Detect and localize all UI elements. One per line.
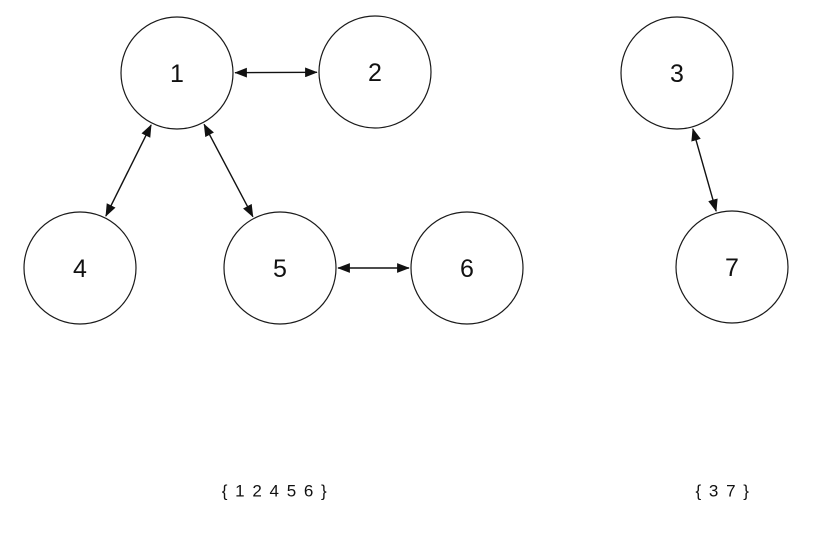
edges-layer (105, 67, 718, 273)
graph-node-1[interactable]: 1 (120, 16, 234, 130)
graph-edge-1-4 (105, 124, 152, 217)
component-2-label: { 3 7 } (696, 482, 751, 501)
graph-edge-1-5 (203, 123, 254, 218)
node-label-4: 4 (73, 255, 87, 283)
node-label-7: 7 (725, 254, 739, 282)
node-circle-6[interactable] (410, 211, 524, 325)
component-1-label: { 1 2 4 5 6 } (222, 482, 328, 501)
node-circle-1[interactable] (120, 16, 234, 130)
component-labels-layer: { 1 2 4 5 6 } { 3 7 } (222, 482, 751, 501)
node-circle-2[interactable] (318, 15, 432, 129)
node-label-6: 6 (460, 255, 474, 283)
node-label-2: 2 (368, 59, 382, 87)
node-circle-7[interactable] (675, 210, 789, 324)
graph-node-3[interactable]: 3 (620, 16, 734, 130)
node-label-5: 5 (273, 255, 287, 283)
graph-node-4[interactable]: 4 (23, 211, 137, 325)
graph-node-5[interactable]: 5 (223, 211, 337, 325)
graph-node-6[interactable]: 6 (410, 211, 524, 325)
node-circle-3[interactable] (620, 16, 734, 130)
node-circle-5[interactable] (223, 211, 337, 325)
node-label-3: 3 (670, 60, 684, 88)
node-circle-4[interactable] (23, 211, 137, 325)
nodes-layer: 1 2 3 4 5 6 7 (23, 15, 789, 325)
graph-node-7[interactable]: 7 (675, 210, 789, 324)
node-label-1: 1 (170, 60, 184, 88)
graph-edge-3-7 (691, 128, 718, 212)
graph-node-2[interactable]: 2 (318, 15, 432, 129)
